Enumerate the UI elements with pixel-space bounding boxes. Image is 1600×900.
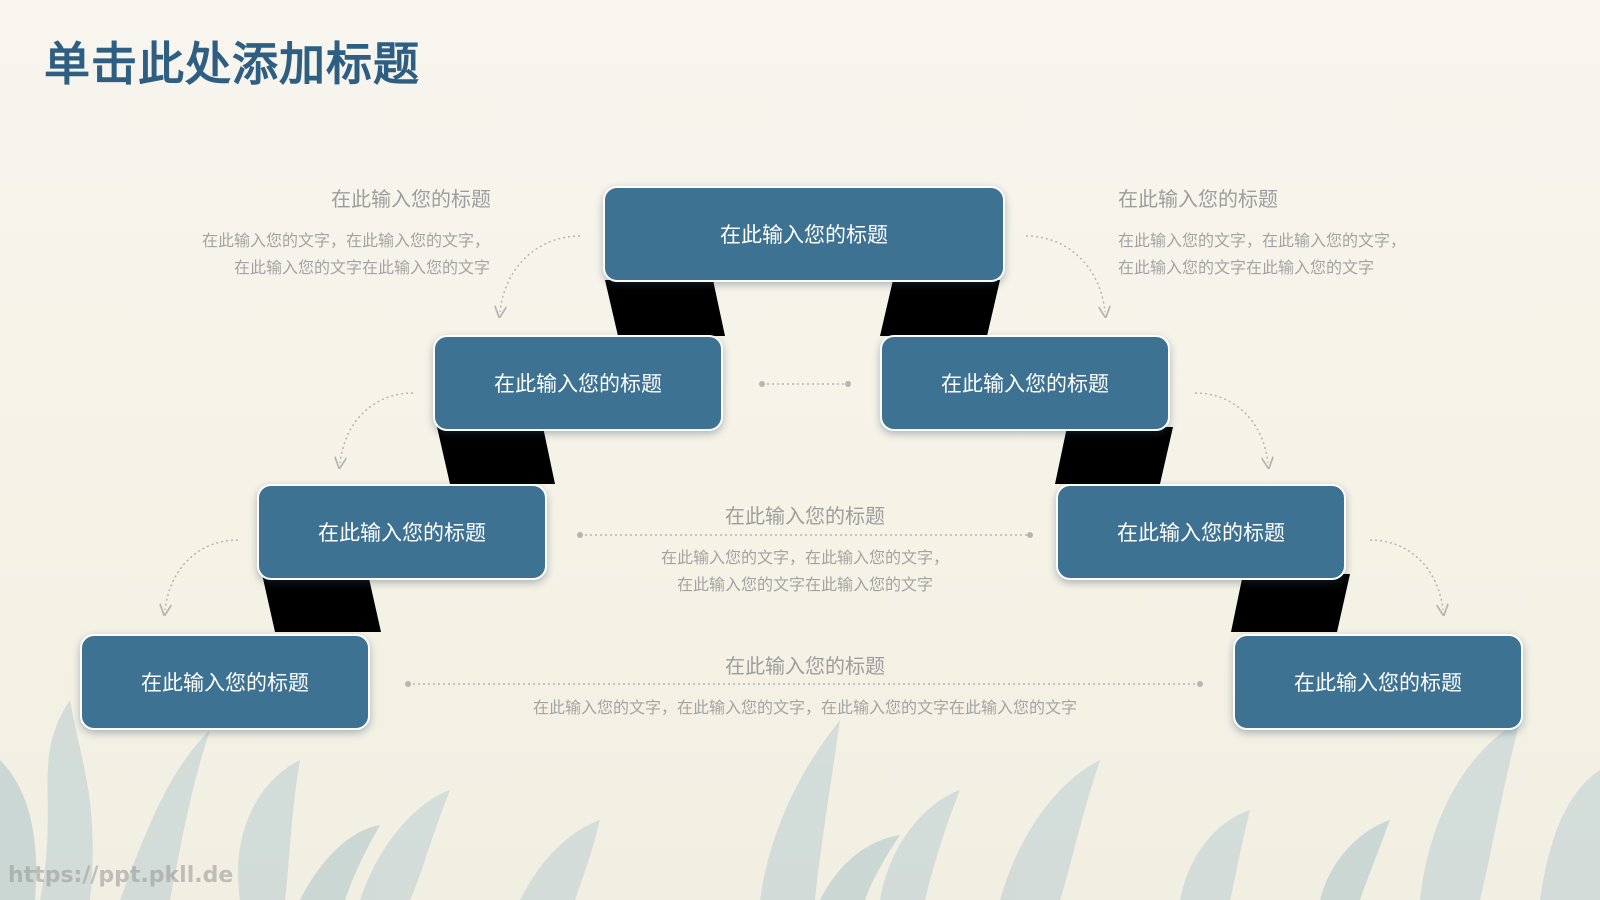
slide-title[interactable]: 单击此处添加标题 [44,37,420,91]
box-left-3[interactable]: 在此输入您的标题 [80,634,370,730]
curved-arrow-right-2 [1194,392,1268,463]
box-top[interactable]: 在此输入您的标题 [603,186,1005,282]
curved-arrow-right-3 [1369,539,1443,610]
note-top-left-line2[interactable]: 在此输入您的文字在此输入您的文字 [233,258,490,277]
note-middle-line2[interactable]: 在此输入您的文字在此输入您的文字 [676,575,933,594]
note-top-right-heading[interactable]: 在此输入您的标题 [1118,187,1278,211]
note-top-left-heading[interactable]: 在此输入您的标题 [331,187,491,211]
dot-bottom-right [1197,681,1203,687]
step-shadow-right-2 [1231,574,1350,632]
dot-upper-left [759,381,765,387]
dot-upper-right [845,381,851,387]
curved-arrow-left-1 [500,235,581,312]
box-left-2[interactable]: 在此输入您的标题 [257,484,547,580]
note-top-right-line1[interactable]: 在此输入您的文字，在此输入您的文字， [1118,231,1407,250]
note-top-right-line2[interactable]: 在此输入您的文字在此输入您的文字 [1118,258,1375,277]
note-top-left-line1[interactable]: 在此输入您的文字，在此输入您的文字， [201,231,490,250]
dot-middle-right [1027,532,1033,538]
box-left-1[interactable]: 在此输入您的标题 [433,335,723,431]
note-middle-line1[interactable]: 在此输入您的文字，在此输入您的文字， [660,548,949,567]
step-shadow-right-1 [1055,427,1173,484]
step-shadow-top-right [880,280,1000,336]
note-middle-heading[interactable]: 在此输入您的标题 [725,504,885,528]
dot-bottom-left [405,681,411,687]
note-bottom-line1[interactable]: 在此输入您的文字，在此输入您的文字，在此输入您的文字在此输入您的文字 [532,698,1077,717]
curved-arrow-left-3 [165,539,239,610]
step-shadow-left-1 [437,427,555,484]
dot-middle-left [577,532,583,538]
box-right-1[interactable]: 在此输入您的标题 [880,335,1170,431]
curved-arrow-right-1 [1025,235,1105,312]
curved-arrow-left-2 [340,392,414,463]
note-bottom-heading[interactable]: 在此输入您的标题 [725,654,885,678]
watermark: https://ppt.pkll.de [8,863,234,888]
step-shadow-top-left [605,280,725,336]
box-right-2[interactable]: 在此输入您的标题 [1056,484,1346,580]
step-shadow-left-2 [262,574,381,632]
box-right-3[interactable]: 在此输入您的标题 [1233,634,1523,730]
step-shadows [262,280,1350,632]
